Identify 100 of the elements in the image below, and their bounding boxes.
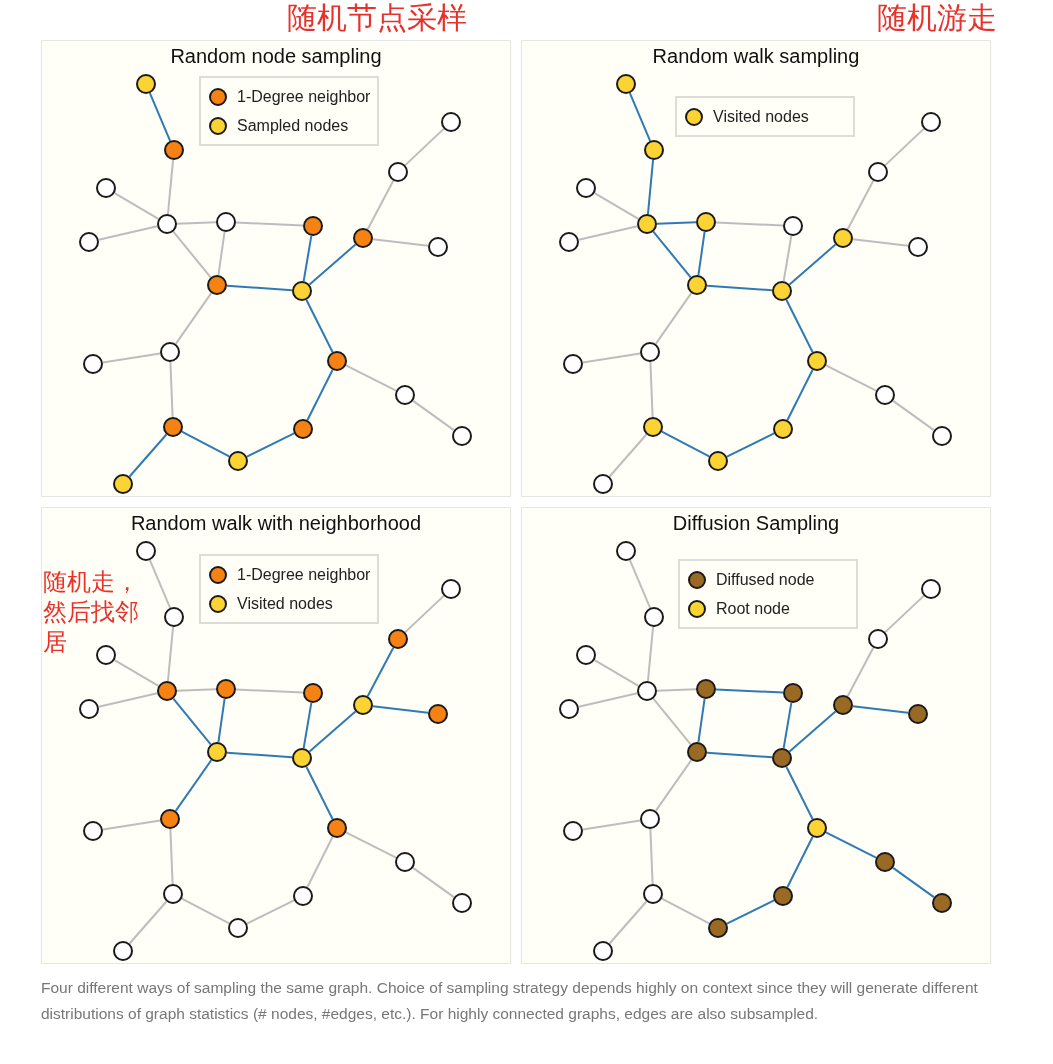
legend-label: Root node: [716, 599, 790, 618]
legend-label: Diffused node: [716, 570, 815, 589]
graph-node: [292, 748, 312, 768]
graph-node: [113, 941, 133, 961]
graph-edge: [785, 765, 814, 821]
graph-node: [772, 281, 792, 301]
graph-node: [640, 342, 660, 362]
panel: [521, 507, 991, 964]
graph-node: [388, 162, 408, 182]
graph-edge: [652, 697, 692, 746]
panel-title: Random node sampling: [170, 45, 382, 68]
graph-edge: [128, 900, 168, 945]
graph-node: [157, 214, 177, 234]
graph-node: [83, 821, 103, 841]
graph-node: [576, 645, 596, 665]
graph-node: [136, 541, 156, 561]
legend-label: 1-Degree neighbor: [237, 565, 371, 584]
graph-node: [164, 140, 184, 160]
graph-edge: [892, 866, 935, 899]
graph-node: [687, 742, 707, 762]
graph-edge: [128, 433, 168, 478]
graph-node: [593, 941, 613, 961]
graph-edge: [226, 751, 293, 759]
graph-node: [353, 228, 373, 248]
graph-edge: [308, 710, 357, 753]
graph-node: [563, 354, 583, 374]
graph-node: [921, 579, 941, 599]
graph-edge: [97, 225, 159, 241]
graph-edge: [628, 559, 652, 609]
graph-edge: [344, 364, 398, 392]
graph-node: [96, 178, 116, 198]
graph-edge: [101, 819, 162, 831]
panel-title: Random walk sampling: [652, 45, 860, 68]
graph-edge: [577, 225, 639, 241]
graph-node: [292, 281, 312, 301]
graph-node: [228, 918, 248, 938]
graph-edge: [581, 819, 642, 831]
graph-edge: [97, 692, 159, 708]
graph-edge: [366, 646, 395, 698]
graph-edge: [725, 899, 776, 925]
graph-node: [428, 704, 448, 724]
graph-node: [833, 228, 853, 248]
graph-node: [216, 679, 236, 699]
graph-edge: [697, 230, 706, 277]
graph-node: [773, 419, 793, 439]
graph-edge: [884, 594, 925, 634]
graph-edge: [788, 243, 837, 286]
graph-node: [164, 607, 184, 627]
graph-node: [708, 918, 728, 938]
graph-edge: [412, 399, 455, 432]
graph-edge: [217, 697, 226, 744]
graph-edge: [785, 298, 814, 354]
graph-edge: [166, 625, 175, 683]
panel-title: Random walk with neighborhood: [130, 512, 422, 535]
graph-node: [932, 893, 952, 913]
graph-node: [576, 178, 596, 198]
graph-edge: [851, 238, 910, 247]
graph-edge: [782, 701, 793, 750]
graph-node: [563, 821, 583, 841]
graph-edge: [371, 238, 430, 247]
graph-edge: [824, 831, 878, 859]
graph-edge: [649, 361, 654, 418]
graph-node: [228, 451, 248, 471]
graph-node: [644, 140, 664, 160]
graph-node: [696, 212, 716, 232]
graph-edge: [305, 765, 334, 821]
graph-node: [327, 818, 347, 838]
graph-node: [160, 342, 180, 362]
graph-edge: [306, 835, 334, 889]
graph-node: [868, 162, 888, 182]
panel: [41, 40, 511, 497]
graph-edge: [302, 701, 313, 750]
graph-edge: [654, 759, 693, 812]
graph-edge: [305, 298, 334, 354]
graph-node: [773, 886, 793, 906]
annotation-text: 随机走，然后找邻居: [43, 567, 140, 657]
graph-edge: [169, 828, 174, 885]
graph-node: [441, 112, 461, 132]
graph-node: [293, 886, 313, 906]
graph-node: [83, 354, 103, 374]
graph-node: [157, 681, 177, 701]
graph-node: [559, 699, 579, 719]
graph-node: [353, 695, 373, 715]
graph-node: [79, 699, 99, 719]
annotation-text: 随机游走: [877, 0, 998, 36]
graph-node: [293, 419, 313, 439]
graph-node: [163, 417, 183, 437]
graph-edge: [846, 646, 875, 698]
graph-edge: [846, 179, 875, 231]
graph-node: [637, 681, 657, 701]
graph-node: [868, 629, 888, 649]
graph-node: [327, 351, 347, 371]
graph-node: [644, 607, 664, 627]
panel: [41, 507, 511, 964]
graph-edge: [577, 692, 639, 708]
graph-edge: [697, 697, 706, 744]
graph-edge: [581, 352, 642, 364]
graph-edge: [660, 897, 711, 925]
graph-node: [428, 237, 448, 257]
graph-edge: [892, 399, 935, 432]
